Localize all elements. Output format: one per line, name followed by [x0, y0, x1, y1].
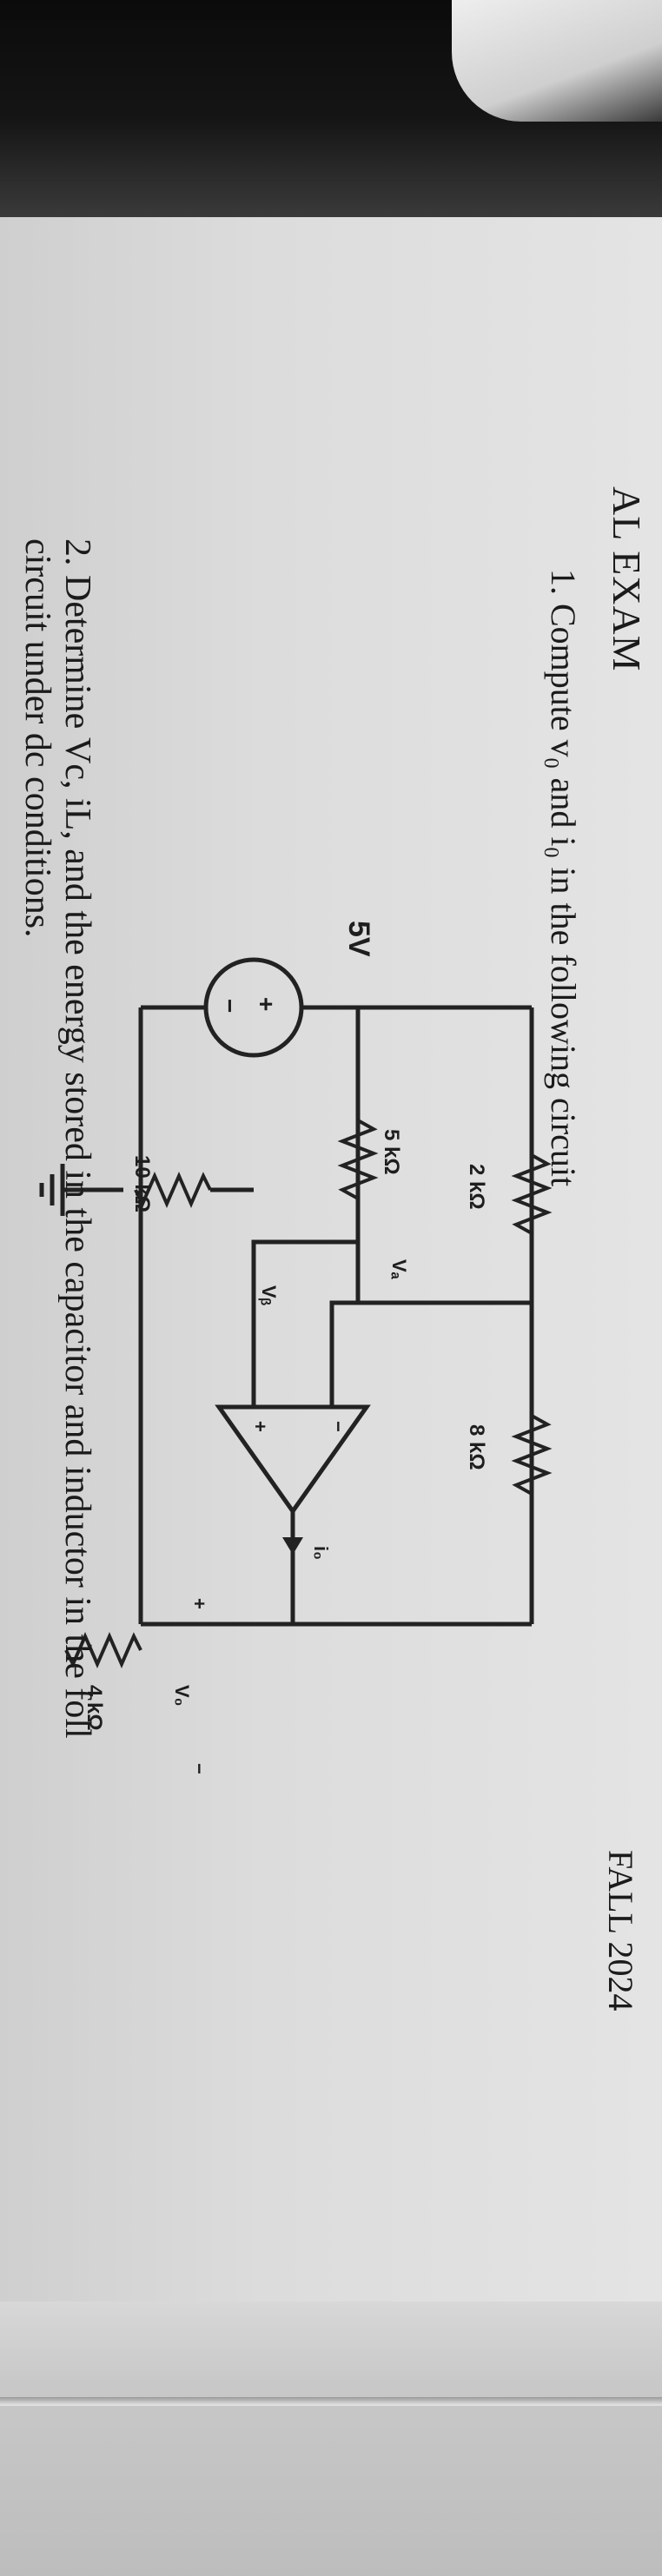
paper-fold — [0, 2302, 662, 2576]
source-label: 5V — [342, 921, 375, 957]
question-text-line1: Determine Vc, iL, and the energy stored … — [57, 575, 97, 1739]
opamp-plus: + — [249, 1421, 271, 1432]
current-arrow — [282, 1537, 303, 1555]
resistor-2k — [511, 1153, 553, 1235]
resistor-5k — [337, 1119, 379, 1200]
io-label: i₀ — [310, 1546, 332, 1561]
vo-plus: + — [189, 1598, 210, 1609]
vo-label: V₀ — [171, 1685, 193, 1707]
r4-label: 8 kΩ — [465, 1424, 488, 1470]
fold-shadow — [0, 2397, 662, 2406]
ground-symbol — [39, 1164, 65, 1216]
r1-label: 2 kΩ — [465, 1164, 488, 1210]
source-plus: + — [253, 997, 280, 1012]
paper-corner — [452, 0, 662, 122]
opamp-symbol — [215, 1404, 371, 1516]
node-a-label: Vₐ — [388, 1259, 410, 1279]
question-number: 2. — [57, 538, 97, 566]
resistor-4k — [64, 1632, 142, 1668]
question-2: 2. Determine Vc, iL, and the energy stor… — [17, 538, 97, 1739]
r3-label: 10 kΩ — [130, 1155, 154, 1212]
source-minus: − — [216, 999, 243, 1014]
question-text-line2: circuit under dc conditions. — [17, 538, 57, 938]
resistor-10k — [134, 1172, 212, 1208]
vo-minus: − — [189, 1763, 210, 1774]
r2-label: 5 kΩ — [380, 1129, 403, 1175]
opamp-minus: − — [328, 1421, 349, 1432]
resistor-8k — [511, 1414, 553, 1496]
node-b-label: Vᵦ — [258, 1285, 280, 1306]
